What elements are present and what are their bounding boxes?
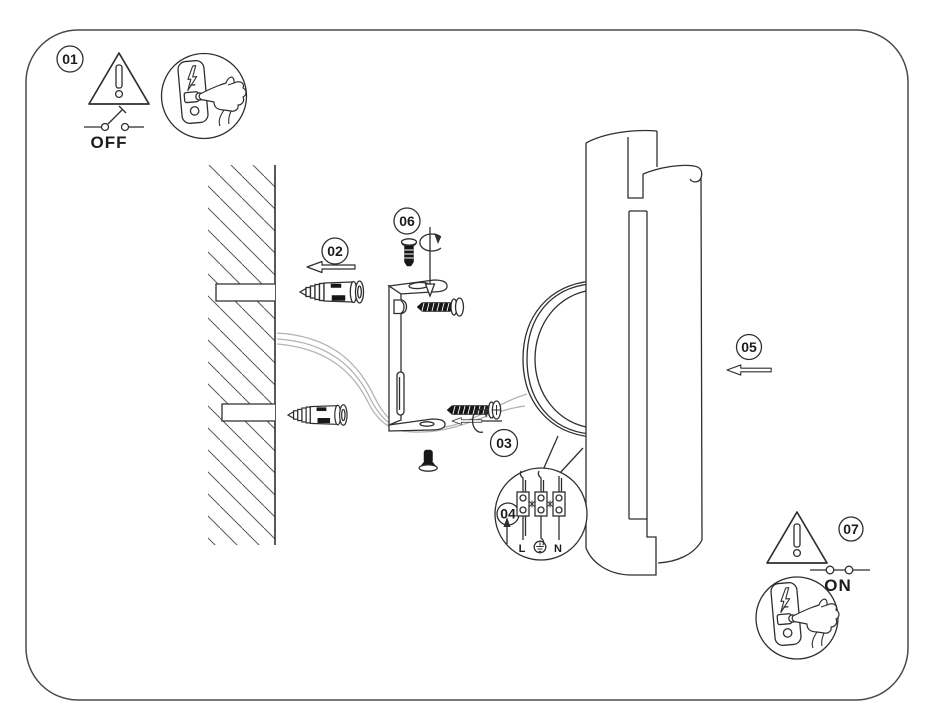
arrow-up-icon	[503, 517, 511, 527]
wall-anchor-upper-icon	[299, 280, 365, 304]
step-01-power-off: 01 OFF	[56, 45, 248, 152]
step-04-number: 04	[500, 506, 516, 522]
switch-open-icon	[84, 105, 144, 132]
power-panel-hand-icon	[160, 52, 248, 140]
step-03-number: 03	[496, 435, 512, 451]
drill-hole-lower	[221, 403, 275, 422]
step-02-number: 02	[327, 243, 343, 259]
step-06-badge: 06	[393, 207, 421, 235]
lamp-top-notch	[627, 137, 644, 199]
step-06-number: 06	[399, 213, 415, 229]
step-03-badge: 03	[489, 428, 519, 458]
step-06-top-screw: 06	[393, 207, 442, 298]
step-05-mount-lamp: 05	[726, 333, 772, 376]
drill-hole-upper-fill	[216, 284, 275, 301]
leader-line-right	[558, 447, 584, 475]
lamp-silhouette	[586, 130, 702, 575]
drill-hole-upper	[215, 283, 275, 302]
lamp-slot	[628, 210, 648, 519]
drill-hole-lower-fill	[222, 404, 275, 421]
wall-anchor-lower-icon	[287, 404, 348, 426]
step-01-number: 01	[62, 51, 78, 67]
step-04-wiring-detail: 04 L N	[494, 467, 588, 561]
step-07-badge: 07	[838, 516, 864, 542]
step-02-anchors: 02	[287, 237, 365, 426]
bracket-screw-lower	[446, 400, 502, 420]
terminal-neutral-label: N	[554, 543, 562, 555]
terminal-block-icon	[503, 470, 566, 546]
step-04-badge: 04	[496, 502, 520, 526]
step-01-badge: 01	[56, 45, 84, 73]
countersunk-screw-icon	[418, 449, 438, 472]
step-07-number: 07	[843, 521, 859, 537]
step-02-badge: 02	[321, 237, 349, 265]
page-border	[25, 29, 909, 701]
leader-line-left	[542, 435, 559, 471]
wall-section	[208, 165, 276, 545]
power-panel-hand-icon	[755, 576, 840, 660]
bracket-slot	[396, 371, 405, 416]
power-on-label: ON	[824, 576, 852, 595]
lamp-body	[585, 129, 703, 576]
step-07-power-on: 07 ON	[755, 511, 870, 660]
bracket-screw-upper	[416, 297, 465, 317]
lamp-bottom-step	[629, 518, 657, 576]
warning-triangle-icon	[766, 511, 828, 564]
bracket-foot-slot	[419, 421, 435, 427]
switch-closed-icon	[810, 565, 870, 575]
wall-hatching	[208, 165, 275, 545]
warning-triangle-icon	[88, 52, 150, 105]
terminal-live-label: L	[519, 543, 526, 555]
small-screw-icon	[400, 238, 418, 267]
ground-icon	[533, 540, 547, 554]
step-05-number: 05	[741, 339, 757, 355]
power-off-label: OFF	[91, 133, 128, 152]
rotation-icon	[419, 227, 442, 298]
arrow-left-icon	[726, 364, 772, 376]
mounting-cup	[522, 280, 593, 438]
rotation-icon-03	[451, 405, 502, 433]
step-05-badge: 05	[735, 333, 763, 361]
step-03-screws: 03	[451, 405, 519, 458]
